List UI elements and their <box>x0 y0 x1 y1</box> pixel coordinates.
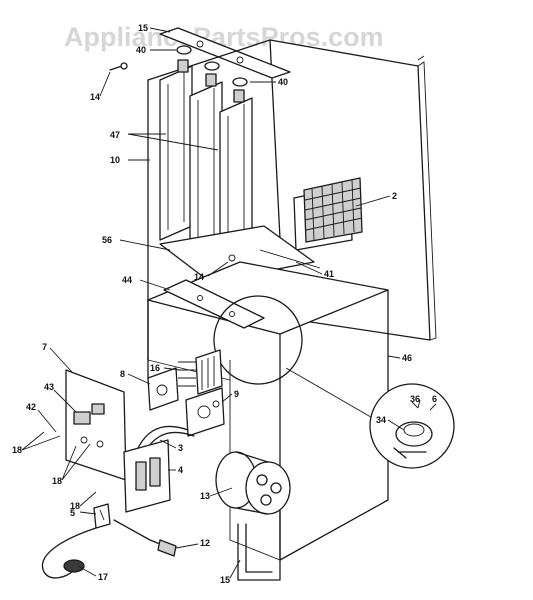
leader-lines <box>21 27 419 579</box>
label-2: 2 <box>392 191 397 201</box>
label-36: 36 <box>410 394 420 404</box>
label-3: 3 <box>178 443 183 453</box>
wire-lead <box>113 519 177 557</box>
relay-part <box>147 367 179 411</box>
label-15: 15 <box>138 23 148 33</box>
label-16: 16 <box>150 363 160 373</box>
label-13: 13 <box>200 491 210 501</box>
label-46: 46 <box>402 353 412 363</box>
element-bottom-bracket <box>159 225 321 283</box>
label-17: 17 <box>98 572 108 582</box>
label-40: 40 <box>136 45 146 55</box>
control-panel <box>65 369 127 481</box>
label-12: 12 <box>200 538 210 548</box>
label-18: 18 <box>12 445 22 455</box>
label-42: 42 <box>26 402 36 412</box>
label-44: 44 <box>122 275 132 285</box>
label-43: 43 <box>44 382 54 392</box>
label-10: 10 <box>110 155 120 165</box>
blower-motor <box>215 451 291 515</box>
relay-part-right <box>185 387 225 437</box>
label-8: 8 <box>120 369 125 379</box>
label-18-lower: 18 <box>70 501 80 511</box>
label-15-lower: 15 <box>220 575 230 585</box>
screw <box>109 62 128 71</box>
switch-bracket <box>123 439 171 513</box>
label-5: 5 <box>70 508 75 518</box>
label-14: 14 <box>90 92 100 102</box>
thermostat-detail <box>369 383 455 469</box>
mesh-filter <box>293 177 363 251</box>
label-7: 7 <box>42 342 47 352</box>
label-56: 56 <box>102 235 112 245</box>
insulators <box>176 45 248 87</box>
motor-bracket <box>237 511 281 581</box>
heating-elements <box>159 59 253 269</box>
label-18-middle: 18 <box>52 476 62 486</box>
label-4: 4 <box>178 465 183 475</box>
detail-callout <box>213 295 377 421</box>
label-9: 9 <box>234 389 239 399</box>
label-47: 47 <box>110 130 120 140</box>
label-14-lower: 14 <box>194 272 204 282</box>
label-41: 41 <box>324 269 334 279</box>
plug-connector <box>93 503 111 529</box>
mounting-rail <box>163 279 265 329</box>
label-40-right: 40 <box>278 77 288 87</box>
label-34: 34 <box>376 415 386 425</box>
power-cord <box>41 527 97 579</box>
label-6: 6 <box>432 394 437 404</box>
part-labels: 15 40 40 14 47 10 2 56 14 41 44 46 7 8 1… <box>12 23 437 585</box>
terminal-block <box>178 349 223 395</box>
top-bracket <box>159 27 291 79</box>
